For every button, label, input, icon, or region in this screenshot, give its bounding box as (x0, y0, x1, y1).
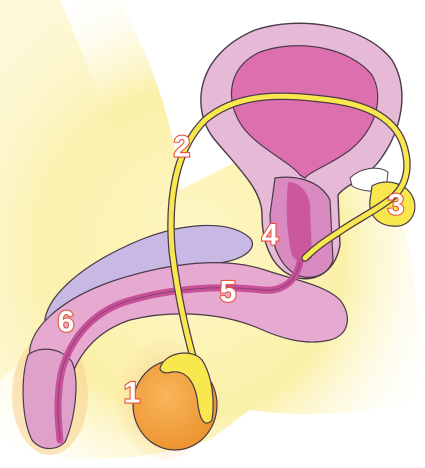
label-penis: 6 (58, 306, 75, 339)
label-urethra: 5 (220, 276, 237, 309)
glans (23, 349, 76, 448)
label-seminal-vesicle: 3 (388, 189, 405, 222)
label-vas-deferens: 2 (174, 131, 191, 164)
label-prostate: 4 (262, 219, 279, 252)
label-testis: 1 (124, 377, 141, 410)
